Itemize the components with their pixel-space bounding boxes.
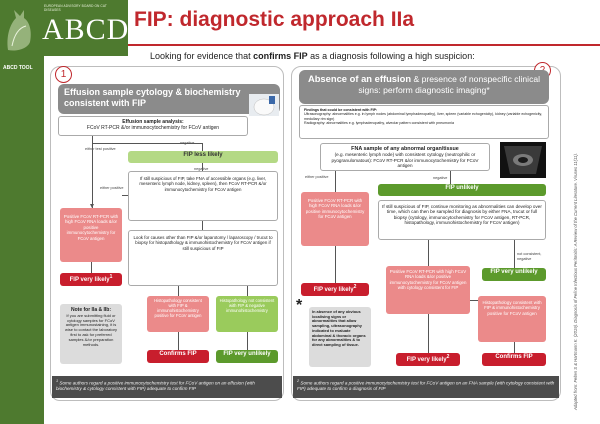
title-divider (128, 44, 600, 46)
side-tab (0, 56, 44, 424)
histopath-positive-box: Histopathology consistent with FIP & imm… (147, 296, 209, 332)
source-credit: Adapted from: Felten S & Hartmann K. (20… (573, 153, 578, 410)
right-connector (335, 171, 336, 192)
left-connector (247, 332, 248, 350)
left-connector (202, 221, 203, 230)
left-fip-very-unlikely-box: FIP very unlikely (216, 350, 278, 363)
right-confirms-fip-box: Confirms FIP (482, 353, 546, 366)
left-connector (178, 332, 179, 350)
left-connector (202, 143, 203, 151)
right-fip-very-likely-box: FIP very likely2 (301, 283, 369, 296)
left-footnote: 1 Some authors regard a positive immunoc… (52, 376, 282, 398)
right-connector (450, 171, 451, 184)
continue-monitoring-box: If still suspicious of FIP, continue mon… (378, 200, 546, 240)
left-connector (92, 143, 202, 144)
right-connector (428, 314, 429, 353)
side-tab-label: ABCD TOOL (3, 65, 33, 71)
label-either-positive-right: either positive (305, 175, 329, 179)
causes-other-than-fip-box: Look for causes other than FIP &/or lapa… (128, 230, 278, 286)
left-connector (92, 136, 93, 208)
logo-tagline: EUROPEAN ADVISORY BOARD ON CAT DISEASES (44, 4, 107, 12)
fna-abnormal-organ-box: FNA sample of any abnormal organ/tissue(… (320, 143, 490, 171)
left-panel-heading: Effusion sample cytology & biochemistry … (58, 84, 280, 114)
left-connector (91, 262, 92, 273)
asterisk-note-box: In absence of any obvious localising sig… (309, 307, 371, 367)
page-title: FIP: diagnostic approach IIa (134, 8, 415, 31)
panel-number-1: 1 (55, 66, 72, 83)
fip-unlikely-box: FIP unlikely (378, 184, 546, 196)
right-fip-very-likely-box-2: FIP very likely2 (396, 353, 460, 366)
cat-photo-icon (249, 94, 279, 116)
left-confirms-fip-box: Confirms FIP (147, 350, 209, 363)
right-connector (428, 240, 429, 266)
asterisk-mark: * (296, 297, 303, 314)
left-connector (178, 286, 179, 296)
left-fip-very-likely-box: FIP very likely1 (60, 273, 122, 286)
label-negative-2: negative (194, 167, 208, 172)
label-negative-right: negative (433, 176, 448, 180)
fip-less-likely-box: FIP less likely (128, 151, 278, 163)
cat-logo-icon (7, 10, 31, 51)
right-panel-heading: Absence of an effusion & presence of non… (299, 70, 549, 104)
right-connector (335, 246, 336, 283)
fna-accessible-organs-box: If still suspicious of FIP, take FNA of … (128, 171, 278, 221)
label-either-test-positive: either test positive (85, 147, 116, 151)
right-positive-cytology-box: Positive FCoV RT-PCR with high FCoV RNA … (386, 266, 470, 314)
right-fip-very-unlikely-box: FIP very unlikely (482, 268, 546, 281)
left-connector (122, 195, 128, 196)
label-either-positive-left: either positive (100, 186, 124, 190)
histopath-negative-box: Histopathology not consistent with FIP &… (216, 296, 278, 332)
right-connector (514, 240, 515, 268)
imaging-findings-box: Findings that could be consistent with F… (299, 105, 549, 139)
left-connector (247, 286, 248, 296)
ultrasound-image-icon (500, 142, 546, 178)
effusion-analysis-box: Effusion sample analysis:FCoV RT-PCR &/o… (58, 116, 248, 136)
note-box: Note for IIa & IIb:If you are submitting… (60, 304, 122, 364)
logo-wordmark: ABCD (42, 13, 130, 46)
right-connector (470, 300, 478, 301)
left-arrow (90, 204, 94, 208)
label-not-consistent: not consistent, negative (517, 252, 542, 261)
right-connector (514, 342, 515, 353)
page-subtitle: Looking for evidence that confirms FIP a… (150, 51, 475, 61)
right-histopath-box: Histopathology consistent with FIP & imm… (478, 296, 546, 342)
right-positive-rtpcr-box: Positive FCoV RT-PCR with high FCoV RNA … (301, 192, 369, 246)
left-positive-rtpcr-box: Positive FCoV RT-PCR with high FCoV RNA … (60, 208, 122, 262)
right-footnote: 2 Some authors regard a positive immunoc… (293, 376, 559, 398)
left-connector (202, 163, 203, 171)
